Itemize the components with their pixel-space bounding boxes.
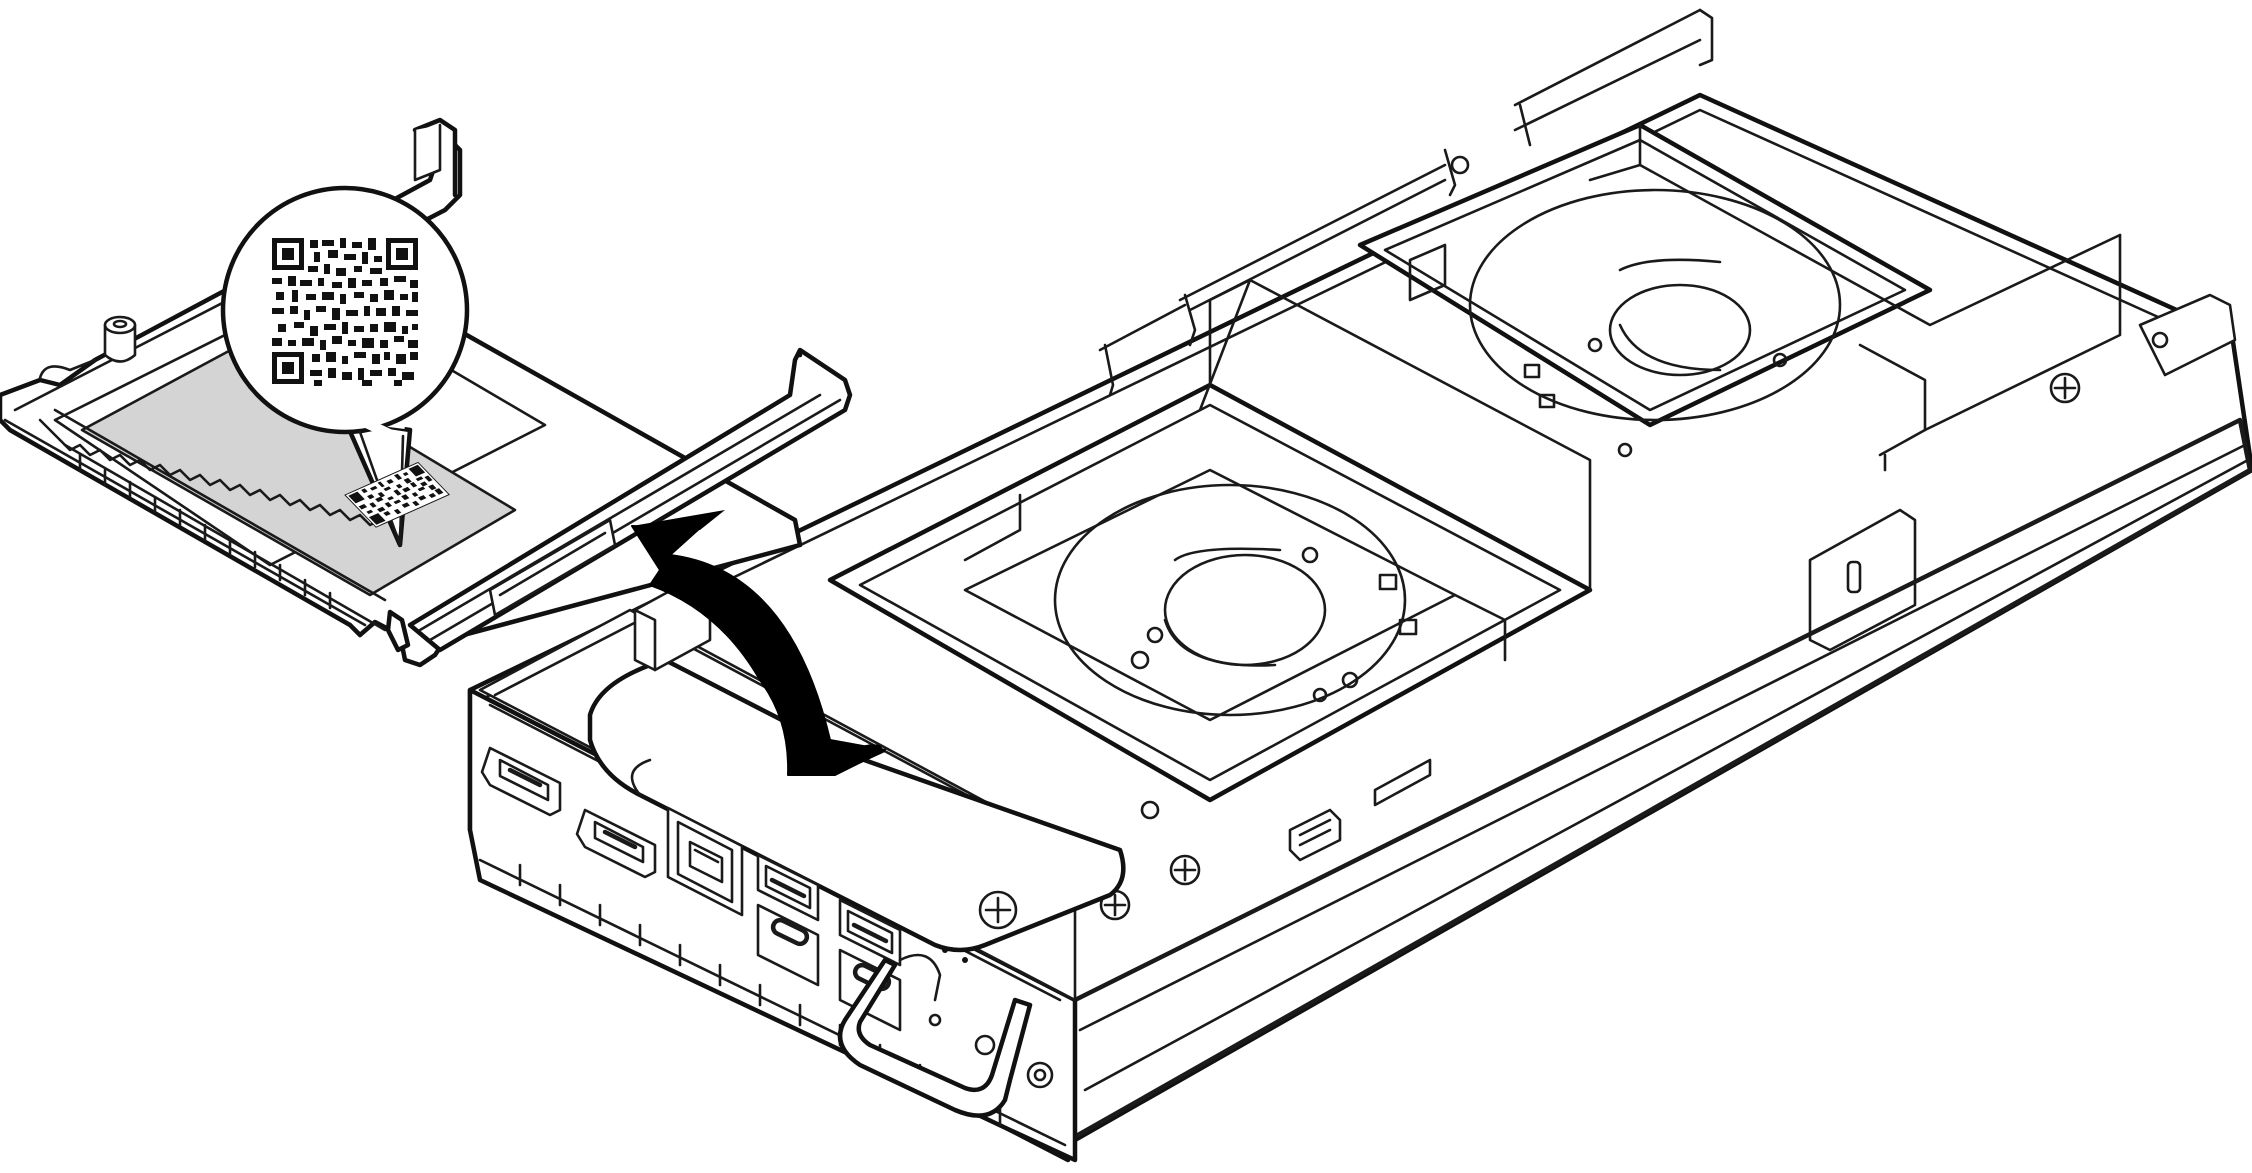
audio-jack [1026, 1061, 1054, 1089]
pull-handle [837, 953, 1033, 1118]
qr-code-magnified [270, 236, 420, 386]
fan-right [1357, 122, 2122, 472]
usb-c-port-1 [756, 903, 820, 987]
qr-code-on-label [344, 461, 450, 528]
usb-a-port-1 [756, 853, 820, 922]
fan-connector [1288, 758, 1432, 862]
qr-callout-magnified [220, 185, 470, 548]
usb-a-port-2 [838, 898, 902, 967]
rj45-ethernet-port [666, 806, 744, 917]
fan-left [827, 278, 1593, 803]
qr-code-label [80, 343, 517, 597]
tray-standoff [103, 315, 137, 363]
rear-io-ports [480, 746, 1054, 1089]
hdmi-port-1 [480, 746, 562, 817]
removal-arrow [631, 510, 886, 776]
hdmi-port-2 [575, 808, 657, 879]
